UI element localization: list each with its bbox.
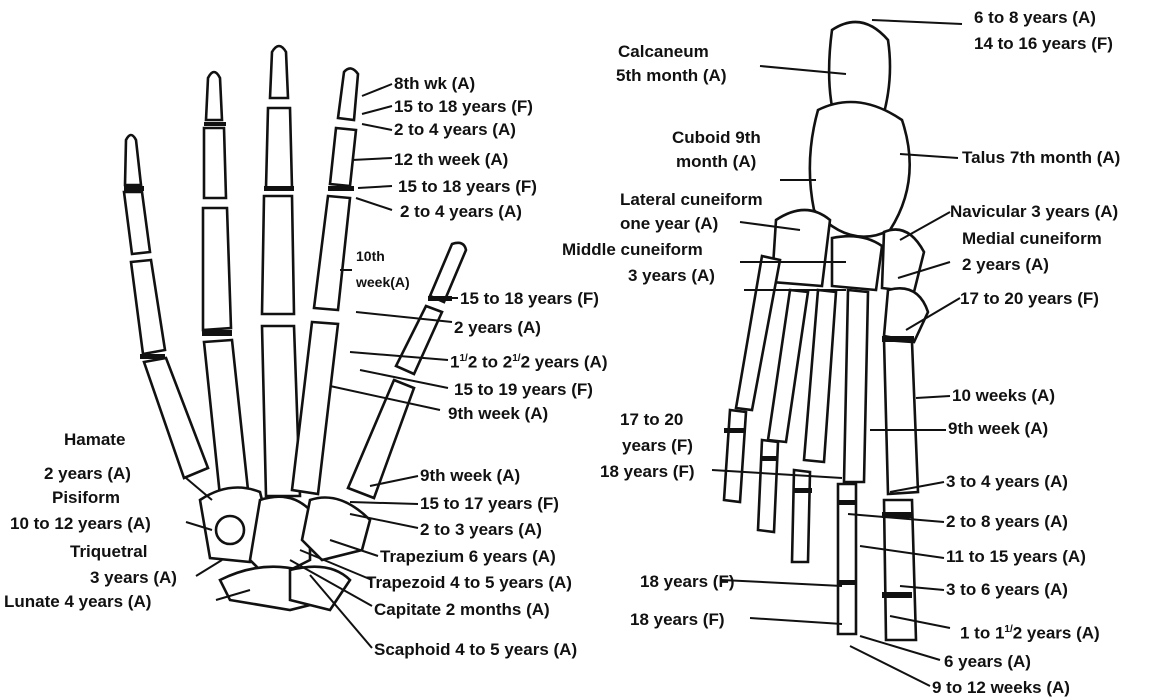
label-calcaneum: Calcaneum xyxy=(618,42,709,62)
label-middle-cuneiform-age: 3 years (A) xyxy=(628,266,715,286)
foot-skeleton xyxy=(724,22,928,640)
label-talus: Talus 7th month (A) xyxy=(962,148,1120,168)
label-17-20-years-f: years (F) xyxy=(622,436,693,456)
label-2-8-years: 2 to 8 years (A) xyxy=(946,512,1068,532)
label-pisiform-age: 10 to 12 years (A) xyxy=(10,514,151,534)
label-2-years: 2 years (A) xyxy=(454,318,541,338)
label-15-19-years: 15 to 19 years (F) xyxy=(454,380,593,400)
label-9th-week-foot: 9th week (A) xyxy=(948,419,1048,439)
label-8th-week: 8th wk (A) xyxy=(394,74,475,94)
label-6-8-years: 6 to 8 years (A) xyxy=(974,8,1096,28)
label-scaphoid: Scaphoid 4 to 5 years (A) xyxy=(374,640,577,660)
label-2-4-years-1: 2 to 4 years (A) xyxy=(394,120,516,140)
label-18-years-1: 18 years (F) xyxy=(600,462,695,482)
label-15-17-years: 15 to 17 years (F) xyxy=(420,494,559,514)
label-17-20-years: 17 to 20 years (F) xyxy=(960,289,1099,309)
label-triquetral: Triquetral xyxy=(70,542,147,562)
label-15-18-years-1: 15 to 18 years (F) xyxy=(394,97,533,117)
label-15-18-years-3: 15 to 18 years (F) xyxy=(460,289,599,309)
label-medial-cuneiform-age: 2 years (A) xyxy=(962,255,1049,275)
label-18-years-3: 18 years (F) xyxy=(630,610,725,630)
label-14-16-years: 14 to 16 years (F) xyxy=(974,34,1113,54)
label-15-18-years-2: 15 to 18 years (F) xyxy=(398,177,537,197)
label-cuboid: Cuboid 9th xyxy=(672,128,761,148)
label-capitate: Capitate 2 months (A) xyxy=(374,600,550,620)
label-10-weeks: 10 weeks (A) xyxy=(952,386,1055,406)
label-medial-cuneiform: Medial cuneiform xyxy=(962,229,1102,249)
label-lateral-cuneiform: Lateral cuneiform xyxy=(620,190,763,210)
label-navicular: Navicular 3 years (A) xyxy=(950,202,1118,222)
label-triquetral-age: 3 years (A) xyxy=(90,568,177,588)
label-10th-week: week(A) xyxy=(356,272,410,292)
label-6-years: 6 years (A) xyxy=(944,652,1031,672)
label-pisiform: Pisiform xyxy=(52,488,120,508)
label-18-years-2: 18 years (F) xyxy=(640,572,735,592)
label-cuboid-age: month (A) xyxy=(676,152,756,172)
label-lateral-cuneiform-age: one year (A) xyxy=(620,214,718,234)
label-1-to-1-half-years: 1 to 11/2 years (A) xyxy=(960,620,1100,644)
label-hamate: Hamate xyxy=(64,430,125,450)
label-11-15-years: 11 to 15 years (A) xyxy=(946,547,1086,567)
label-hamate-age: 2 years (A) xyxy=(44,464,131,484)
label-trapezium: Trapezium 6 years (A) xyxy=(380,547,556,567)
label-lunate: Lunate 4 years (A) xyxy=(4,592,151,612)
label-1-half-to-2-half-years: 11/2 to 21/2 years (A) xyxy=(450,349,608,373)
label-3-4-years: 3 to 4 years (A) xyxy=(946,472,1068,492)
label-3-6-years: 3 to 6 years (A) xyxy=(946,580,1068,600)
label-9th-week-2: 9th week (A) xyxy=(420,466,520,486)
label-12th-week: 12 th week (A) xyxy=(394,150,508,170)
label-10th: 10th xyxy=(356,246,385,266)
label-middle-cuneiform: Middle cuneiform xyxy=(562,240,703,260)
label-calcaneum-age: 5th month (A) xyxy=(616,66,726,86)
label-9-12-weeks: 9 to 12 weeks (A) xyxy=(932,678,1070,698)
label-trapezoid: Trapezoid 4 to 5 years (A) xyxy=(366,573,572,593)
label-17-20: 17 to 20 xyxy=(620,410,683,430)
label-9th-week-1: 9th week (A) xyxy=(448,404,548,424)
label-2-3-years: 2 to 3 years (A) xyxy=(420,520,542,540)
label-2-4-years-2: 2 to 4 years (A) xyxy=(400,202,522,222)
